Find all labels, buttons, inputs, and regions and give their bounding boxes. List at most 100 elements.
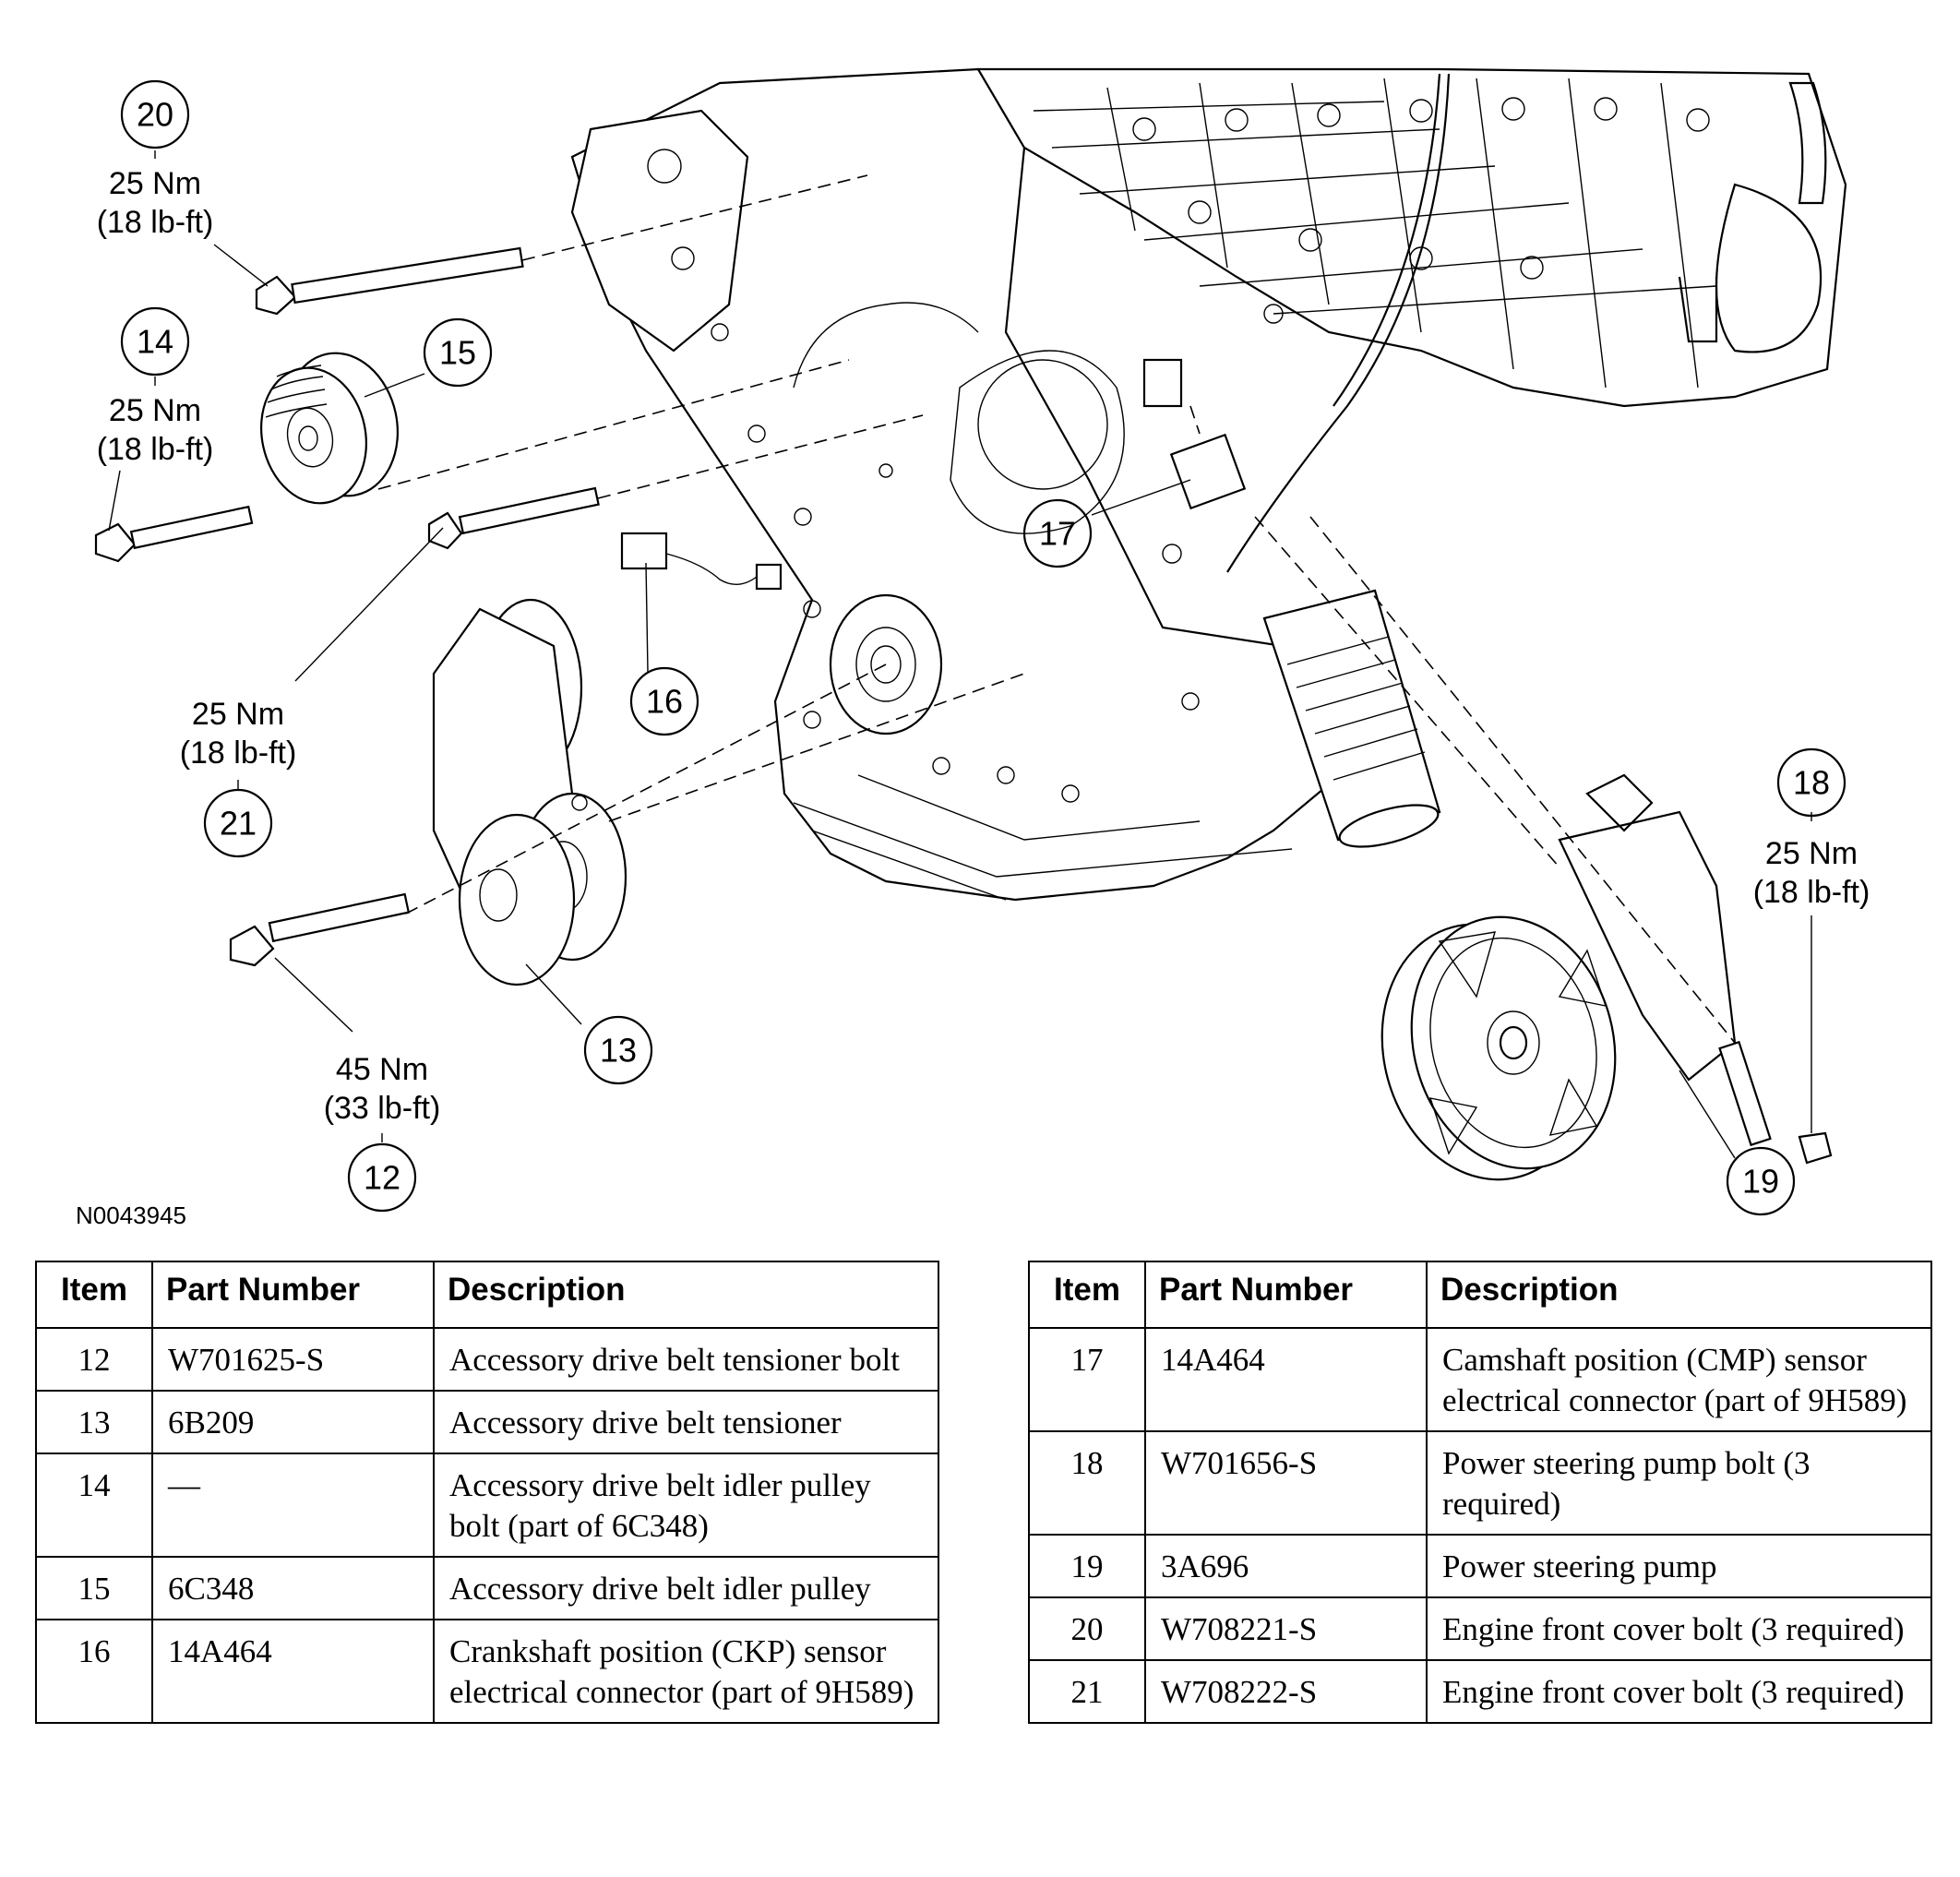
callout-16: 16 bbox=[629, 666, 699, 736]
callout-number: 19 bbox=[1742, 1163, 1779, 1201]
cell-item: 19 bbox=[1028, 1534, 1146, 1598]
torque-metric: 25 Nm bbox=[109, 393, 201, 428]
figure-code: N0043945 bbox=[76, 1202, 186, 1229]
cell-description: Accessory drive belt tensioner bolt bbox=[433, 1327, 939, 1392]
cell-item: 16 bbox=[35, 1619, 153, 1724]
callout-18: 18 25 Nm (18 lb-ft) bbox=[1753, 747, 1870, 910]
power-steering-pump bbox=[1380, 773, 1737, 1181]
callout-number: 20 bbox=[137, 96, 173, 134]
callout-number: 17 bbox=[1039, 515, 1076, 553]
cell-part-number: 14A464 bbox=[1144, 1327, 1428, 1432]
callout-number: 18 bbox=[1793, 764, 1830, 802]
callout-bubble bbox=[629, 666, 699, 736]
cell-description: Engine front cover bolt (3 required) bbox=[1426, 1659, 1932, 1724]
header-part-number: Part Number bbox=[1144, 1261, 1428, 1329]
callout-bubble bbox=[423, 317, 493, 388]
torque-imperial: (18 lb-ft) bbox=[97, 205, 214, 240]
table-row: 21 W708222-S Engine front cover bolt (3 … bbox=[1028, 1659, 1932, 1724]
cell-part-number: — bbox=[151, 1453, 435, 1558]
cell-item: 12 bbox=[35, 1327, 153, 1392]
callout-bubble bbox=[1022, 498, 1093, 568]
cell-part-number: W701656-S bbox=[1144, 1430, 1428, 1536]
alignment-lines bbox=[377, 174, 1736, 1044]
cell-part-number: 6B209 bbox=[151, 1390, 435, 1454]
callout-bubble bbox=[1776, 747, 1846, 818]
callout-13: 13 bbox=[583, 1015, 653, 1085]
cell-part-number: 6C348 bbox=[151, 1556, 435, 1620]
callout-number: 13 bbox=[600, 1032, 637, 1070]
cell-description: Power steering pump bbox=[1426, 1534, 1932, 1598]
table-row: 13 6B209 Accessory drive belt tensioner bbox=[35, 1390, 939, 1454]
engine-assembly bbox=[570, 67, 1847, 902]
callout-number: 21 bbox=[220, 805, 257, 843]
bolt-20 bbox=[255, 246, 524, 316]
callout-bubble bbox=[120, 79, 190, 149]
torque-imperial: (18 lb-ft) bbox=[180, 735, 297, 771]
cell-item: 15 bbox=[35, 1556, 153, 1620]
header-description: Description bbox=[433, 1261, 939, 1329]
table-row: 16 14A464 Crankshaft position (CKP) sens… bbox=[35, 1619, 939, 1724]
bolt-21 bbox=[427, 486, 600, 550]
exploded-view-diagram: 20 25 Nm (18 lb-ft) 14 25 Nm (18 lb-ft) … bbox=[76, 67, 1870, 1229]
torque-imperial: (18 lb-ft) bbox=[97, 432, 214, 467]
cell-part-number: 3A696 bbox=[1144, 1534, 1428, 1598]
leader-lines bbox=[108, 150, 1812, 1159]
callout-15: 15 bbox=[423, 317, 493, 388]
callout-19: 19 bbox=[1726, 1146, 1796, 1216]
callout-17: 17 bbox=[1022, 498, 1093, 568]
header-item: Item bbox=[35, 1261, 153, 1329]
callout-20: 20 25 Nm (18 lb-ft) bbox=[97, 79, 214, 240]
cell-part-number: W701625-S bbox=[151, 1327, 435, 1392]
cell-description: Crankshaft position (CKP) sensor electri… bbox=[433, 1619, 939, 1724]
parts-table-left: Item Part Number Description 12 W701625-… bbox=[35, 1261, 939, 1724]
callout-bubble bbox=[120, 306, 190, 377]
cell-description: Accessory drive belt idler pulley bolt (… bbox=[433, 1453, 939, 1558]
idler-pulley bbox=[260, 352, 399, 505]
cell-item: 20 bbox=[1028, 1596, 1146, 1661]
cell-description: Accessory drive belt tensioner bbox=[433, 1390, 939, 1454]
cell-description: Accessory drive belt idler pulley bbox=[433, 1556, 939, 1620]
table-header-row: Item Part Number Description bbox=[35, 1261, 939, 1329]
bolt-12 bbox=[229, 892, 411, 967]
bolt-18 bbox=[1718, 1040, 1833, 1165]
cell-item: 18 bbox=[1028, 1430, 1146, 1536]
cell-description: Camshaft position (CMP) sensor electrica… bbox=[1426, 1327, 1932, 1432]
cell-item: 21 bbox=[1028, 1659, 1146, 1724]
callout-bubble bbox=[203, 788, 273, 858]
header-description: Description bbox=[1426, 1261, 1932, 1329]
table-row: 15 6C348 Accessory drive belt idler pull… bbox=[35, 1556, 939, 1620]
table-row: 18 W701656-S Power steering pump bolt (3… bbox=[1028, 1430, 1932, 1536]
callout-12: 45 Nm (33 lb-ft) 12 bbox=[324, 1052, 441, 1213]
cell-part-number: 14A464 bbox=[151, 1619, 435, 1724]
torque-metric: 25 Nm bbox=[192, 697, 284, 732]
callout-number: 16 bbox=[646, 683, 683, 721]
torque-imperial: (33 lb-ft) bbox=[324, 1091, 441, 1126]
cell-part-number: W708221-S bbox=[1144, 1596, 1428, 1661]
table-header-row: Item Part Number Description bbox=[1028, 1261, 1932, 1329]
callout-number: 15 bbox=[439, 334, 476, 372]
cell-description: Engine front cover bolt (3 required) bbox=[1426, 1596, 1932, 1661]
torque-imperial: (18 lb-ft) bbox=[1753, 875, 1870, 910]
table-row: 12 W701625-S Accessory drive belt tensio… bbox=[35, 1327, 939, 1392]
table-row: 19 3A696 Power steering pump bbox=[1028, 1534, 1932, 1598]
table-row: 17 14A464 Camshaft position (CMP) sensor… bbox=[1028, 1327, 1932, 1432]
bolt-14 bbox=[94, 505, 254, 563]
callout-number: 14 bbox=[137, 323, 173, 361]
table-row: 20 W708221-S Engine front cover bolt (3 … bbox=[1028, 1596, 1932, 1661]
cell-part-number: W708222-S bbox=[1144, 1659, 1428, 1724]
parts-table-right: Item Part Number Description 17 14A464 C… bbox=[1028, 1261, 1932, 1724]
cell-description: Power steering pump bolt (3 required) bbox=[1426, 1430, 1932, 1536]
torque-metric: 45 Nm bbox=[336, 1052, 428, 1087]
table-row: 14 — Accessory drive belt idler pulley b… bbox=[35, 1453, 939, 1558]
callout-number: 12 bbox=[364, 1159, 400, 1197]
torque-metric: 25 Nm bbox=[109, 166, 201, 201]
header-part-number: Part Number bbox=[151, 1261, 435, 1329]
callout-14: 14 25 Nm (18 lb-ft) bbox=[97, 306, 214, 467]
cell-item: 13 bbox=[35, 1390, 153, 1454]
torque-metric: 25 Nm bbox=[1765, 836, 1858, 871]
header-item: Item bbox=[1028, 1261, 1146, 1329]
callout-bubble bbox=[583, 1015, 653, 1085]
callout-bubble bbox=[347, 1142, 417, 1213]
cell-item: 17 bbox=[1028, 1327, 1146, 1432]
belt-tensioner bbox=[432, 598, 627, 986]
